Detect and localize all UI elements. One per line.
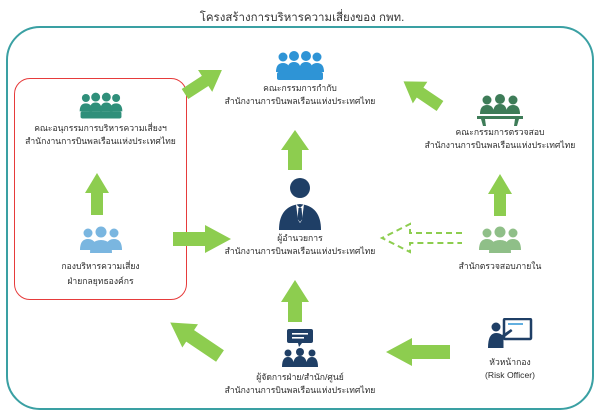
- managers-title: ผู้จัดการฝ่าย/สำนัก/ศูนย์: [256, 372, 344, 382]
- audit-committee-title: คณะกรรมการตรวจสอบ: [455, 127, 545, 137]
- arrow-director-to-committee: [281, 130, 309, 170]
- internal-audit-title: สำนักตรวจสอบภายใน: [458, 261, 542, 271]
- managers-org: สำนักงานการบินพลเรือนแห่งประเทศไทย: [224, 385, 376, 395]
- managers-node: ผู้จัดการฝ่าย/สำนัก/ศูนย์ สำนักงานการบิน…: [200, 329, 400, 397]
- supervisory-committee-org: สำนักงานการบินพลเรือนแห่งประเทศไทย: [224, 96, 376, 106]
- arrow-risk-division-to-director: [173, 225, 231, 253]
- audit-committee-node: คณะกรรมการตรวจสอบ สำนักงานการบินพลเรือนแ…: [405, 94, 595, 152]
- team-icon: [79, 226, 122, 253]
- teacher-board-icon: [488, 318, 533, 348]
- arrow-audit-to-committee: [403, 81, 444, 111]
- risk-subcommittee-title: คณะอนุกรรมการบริหารความเสี่ยงฯ: [34, 123, 167, 133]
- executive-icon: [279, 178, 321, 230]
- arrow-internal-audit-to-audit-committee: [488, 174, 512, 216]
- risk-subcommittee-node: คณะอนุกรรมการบริหารความเสี่ยงฯ สำนักงานก…: [14, 90, 187, 148]
- arrow-managers-to-risk-division: [170, 322, 224, 362]
- risk-officer-role: (Risk Officer): [485, 370, 535, 380]
- supervisory-committee-title: คณะกรรมการกำกับ: [263, 83, 337, 93]
- risk-unit-highlight-box: [14, 78, 187, 300]
- risk-division-unit: ฝ่ายกลยุทธองค์กร: [67, 276, 134, 286]
- supervisory-committee-node: คณะกรรมการกำกับ สำนักงานการบินพลเรือนแห่…: [200, 50, 400, 108]
- risk-officer-node: หัวหน้ากอง (Risk Officer): [450, 318, 570, 382]
- risk-division-title: กองบริหารความเสี่ยง: [61, 261, 140, 271]
- arrow-subcommittee-to-committee: [181, 70, 222, 100]
- audit-committee-org: สำนักงานการบินพลเรือนแห่งประเทศไทย: [424, 140, 576, 150]
- risk-officer-title: หัวหน้ากอง: [489, 357, 531, 367]
- director-org: สำนักงานการบินพลเรือนแห่งประเทศไทย: [224, 246, 376, 256]
- arrow-risk-officer-to-managers: [386, 338, 450, 366]
- risk-division-node: กองบริหารความเสี่ยง ฝ่ายกลยุทธองค์กร: [14, 226, 187, 288]
- director-title: ผู้อำนวยการ: [277, 233, 323, 243]
- director-node: ผู้อำนวยการ สำนักงานการบินพลเรือนแห่งประ…: [200, 176, 400, 258]
- risk-subcommittee-org: สำนักงานการบินพลเรือนแห่งประเทศไทย: [25, 136, 176, 146]
- arrow-internal-audit-to-director-dashed: [379, 222, 462, 254]
- group-icon: [79, 92, 122, 119]
- internal-audit-node: สำนักตรวจสอบภายใน: [430, 226, 570, 273]
- meeting-icon: [477, 94, 523, 126]
- arrow-managers-to-director: [281, 280, 309, 322]
- presenter-group-icon: [282, 329, 318, 367]
- outer-frame: [6, 26, 594, 410]
- arrow-risk-division-to-subcommittee: [85, 173, 109, 215]
- diagram-title: โครงสร้างการบริหารความเสี่ยงของ กพท.: [199, 12, 405, 24]
- group-icon: [276, 51, 324, 80]
- team-icon: [479, 226, 521, 253]
